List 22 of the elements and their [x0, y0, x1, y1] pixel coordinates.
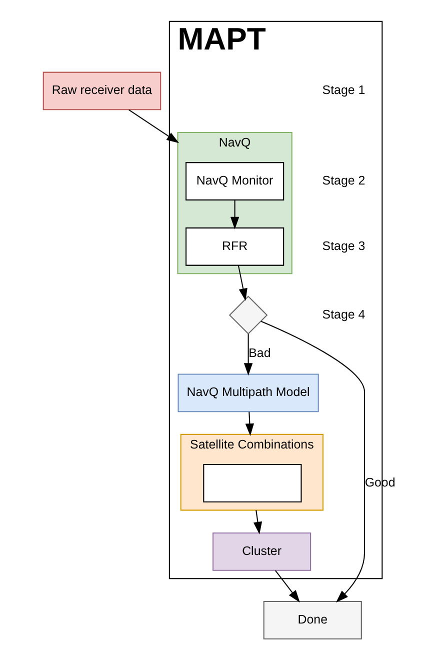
arrow [128, 108, 179, 143]
edge-label: Bad [248, 346, 270, 360]
node-diamond [228, 295, 268, 334]
label: Stage 4 [322, 306, 365, 321]
node-box [202, 464, 302, 502]
node-box: NavQ Monitor [185, 162, 284, 200]
node-box: Cluster [212, 532, 311, 570]
arrow [274, 570, 300, 602]
arrow [252, 510, 262, 534]
arrow [243, 334, 252, 376]
node-box: RFR [185, 226, 284, 266]
arrow [260, 320, 365, 602]
arrow [237, 264, 247, 300]
arrow [244, 411, 254, 436]
cluster: Satellite Combinations [180, 433, 324, 510]
arrow [230, 200, 239, 229]
node-box: Raw receiver data [42, 71, 161, 110]
node-box: NavQ Multipath Model [177, 373, 318, 412]
label: Stage 1 [322, 82, 365, 97]
label: Stage 3 [322, 238, 365, 252]
label: Stage 2 [322, 172, 365, 187]
node-box: Done [262, 600, 362, 639]
